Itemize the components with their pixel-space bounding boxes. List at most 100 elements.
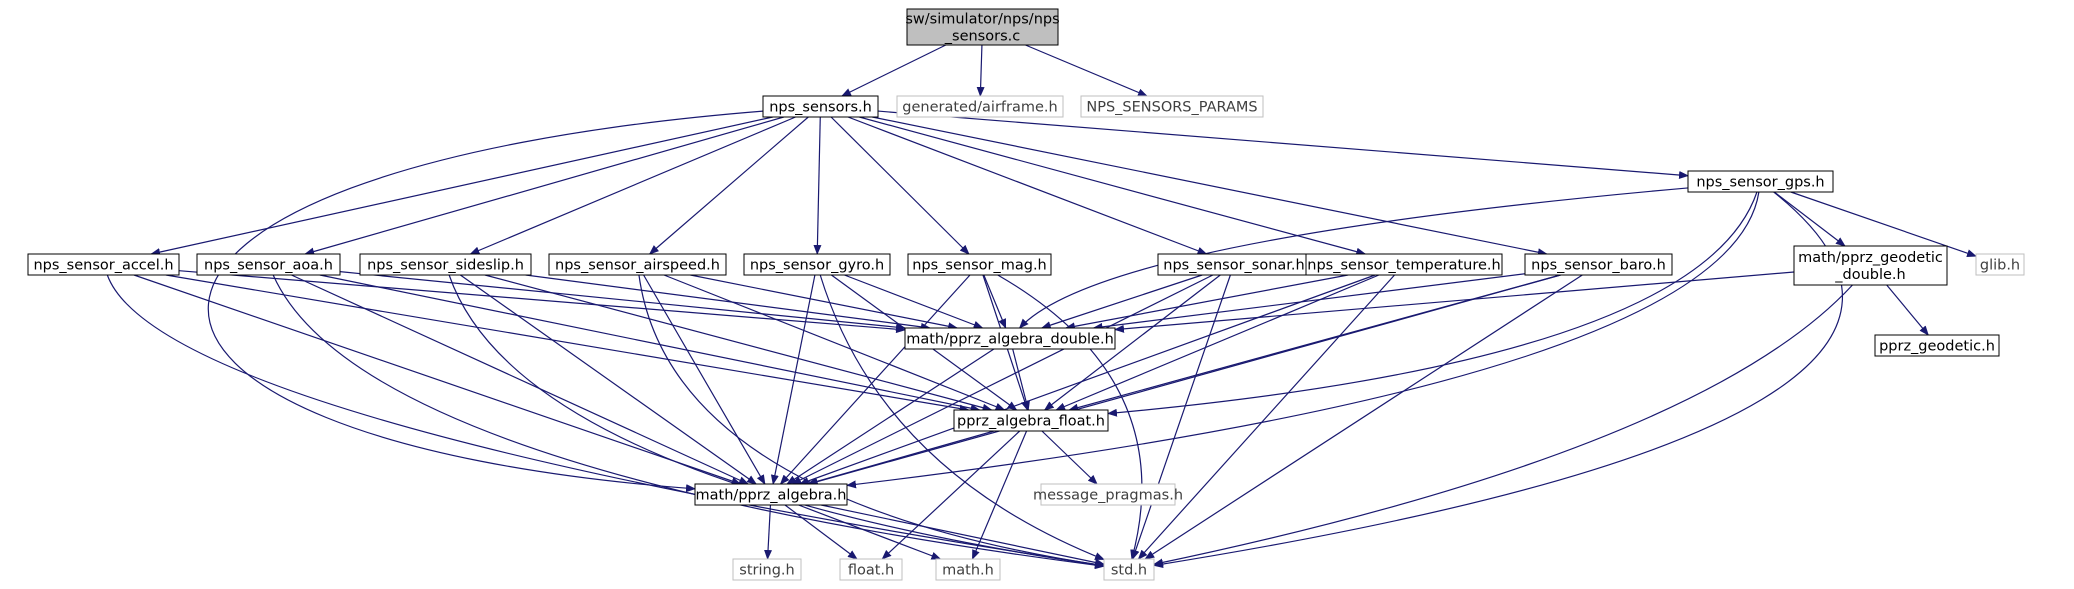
edge-nps-sensor-accel-h-to-math-pprz-algebra-h [133, 274, 742, 485]
edge-nps-sensor-gps-h-to-math-pprz-geodetic-double-h [1773, 191, 1846, 247]
node-root[interactable]: sw/simulator/nps/nps_sensors.c [905, 8, 1060, 46]
node-box [743, 253, 891, 276]
edge-nps-sensors-h-to-math-pprz-algebra-h [207, 110, 764, 493]
node-label: std.h [1111, 563, 1147, 579]
node-math-pprz-geodetic-double-h[interactable]: math/pprz_geodetic_double.h [1793, 245, 1948, 286]
node-box [935, 558, 1001, 581]
edge-nps-sensor-baro-h-to-std-h [1144, 274, 1583, 560]
edge-root-to-generated-airframe-h [976, 44, 985, 97]
node-box [1080, 95, 1264, 118]
edge-nps-sensor-sonar-h-to-math-pprz-algebra-h [791, 274, 1214, 485]
edge-nps-sensor-gps-h-to-std-h [1153, 191, 1844, 569]
edge-nps-sensor-temperature-h-to-std-h [1137, 274, 1395, 560]
node-box [1305, 253, 1503, 276]
node-string-h: string.h [732, 558, 802, 581]
node-box [907, 253, 1052, 276]
edge-nps-sensor-sonar-h-to-pprz-algebra-float-h [1043, 274, 1221, 411]
dependency-edges [106, 44, 1977, 570]
edge-nps-sensor-aoa-h-to-std-h [272, 274, 1105, 570]
node-nps-sensor-sideslip-h[interactable]: nps_sensor_sideslip.h [359, 253, 532, 276]
node-nps-sensor-aoa-h[interactable]: nps_sensor_aoa.h [196, 253, 341, 276]
node-label: nps_sensor_gps.h [1696, 175, 1824, 191]
edge-nps-sensor-baro-h-to-math-pprz-algebra-double-h [1092, 273, 1526, 331]
node-nps-sensor-mag-h[interactable]: nps_sensor_mag.h [907, 253, 1052, 276]
node-pprz-algebra-float-h[interactable]: pprz_algebra_float.h [953, 409, 1109, 432]
edge-nps-sensor-aoa-h-to-math-pprz-algebra-h [291, 274, 749, 485]
edge-nps-sensor-airspeed-h-to-pprz-algebra-float-h [663, 274, 1006, 411]
edge-nps-sensor-gps-h-to-glib-h [1790, 191, 1977, 258]
edge-nps-sensor-sonar-h-to-std-h [1131, 274, 1231, 560]
node-box [732, 558, 802, 581]
edge-nps-sensors-h-to-nps-sensor-temperature-h [859, 116, 1367, 256]
node-label: float.h [848, 563, 894, 579]
node-label: nps_sensors.h [769, 100, 872, 116]
edge-nps-sensor-sonar-h-to-math-pprz-algebra-double-h [1040, 274, 1203, 329]
edge-nps-sensor-gps-h-to-math-pprz-algebra-double-h [1018, 187, 1689, 329]
edge-nps-sensor-gps-h-to-math-pprz-algebra-h [846, 191, 1760, 489]
node-label: math.h [942, 563, 994, 579]
node-label: nps_sensor_aoa.h [204, 258, 333, 274]
node-label: _sensors.c [944, 29, 1020, 45]
node-label: glib.h [1980, 258, 2020, 274]
node-math-pprz-algebra-double-h[interactable]: math/pprz_algebra_double.h [904, 327, 1116, 350]
edge-math-pprz-algebra-h-to-float-h [784, 504, 858, 560]
node-message-pragmas-h: message_pragmas.h [1033, 483, 1183, 506]
node-nps-sensor-gyro-h[interactable]: nps_sensor_gyro.h [743, 253, 891, 276]
edge-nps-sensor-airspeed-h-to-math-pprz-algebra-h [643, 274, 766, 485]
node-box [904, 327, 1116, 350]
edge-nps-sensor-aoa-h-to-pprz-algebra-float-h [319, 274, 981, 413]
edge-nps-sensor-mag-h-to-math-pprz-algebra-double-h [983, 274, 1007, 329]
edge-nps-sensors-h-to-nps-sensor-aoa-h [304, 116, 784, 256]
edge-pprz-algebra-float-h-to-message-pragmas-h [1041, 430, 1098, 485]
node-box [694, 483, 848, 506]
node-box [896, 95, 1064, 118]
node-nps-sensor-gps-h[interactable]: nps_sensor_gps.h [1687, 170, 1834, 193]
edge-math-pprz-algebra-double-h-to-math-pprz-algebra-h [786, 348, 995, 485]
edge-nps-sensor-accel-h-to-math-pprz-algebra-double-h [178, 270, 906, 334]
node-box [762, 95, 879, 118]
edge-nps-sensors-h-to-nps-sensor-sonar-h [847, 116, 1208, 255]
node-label: generated/airframe.h [902, 100, 1057, 116]
node-pprz-geodetic-h[interactable]: pprz_geodetic.h [1874, 334, 2000, 357]
node-nps-sensor-baro-h[interactable]: nps_sensor_baro.h [1524, 253, 1673, 276]
edge-nps-sensor-gyro-h-to-math-pprz-algebra-h [770, 274, 816, 485]
edge-math-pprz-algebra-h-to-math-h [798, 504, 942, 560]
node-box [1524, 253, 1673, 276]
edge-nps-sensor-temperature-h-to-math-pprz-algebra-h [798, 274, 1376, 485]
node-label: nps_sensor_temperature.h [1307, 258, 1500, 274]
edge-nps-sensor-sideslip-h-to-pprz-algebra-float-h [484, 274, 993, 412]
node-nps-sensor-accel-h[interactable]: nps_sensor_accel.h [27, 253, 180, 276]
edge-nps-sensor-mag-h-to-std-h [997, 274, 1143, 560]
node-label: _double.h [1834, 267, 1905, 283]
edge-nps-sensors-h-to-nps-sensor-baro-h [872, 116, 1548, 257]
node-label: math/pprz_geodetic [1798, 250, 1943, 266]
node-box [1687, 170, 1834, 193]
edge-nps-sensor-mag-h-to-math-pprz-algebra-h [779, 274, 971, 485]
node-nps-sensors-h[interactable]: nps_sensors.h [762, 95, 879, 118]
node-label: math/pprz_algebra_double.h [906, 332, 1114, 348]
node-box [1975, 253, 2025, 276]
edge-nps-sensors-h-to-nps-sensor-airspeed-h [648, 116, 809, 255]
node-nps-sensor-airspeed-h[interactable]: nps_sensor_airspeed.h [548, 253, 727, 276]
edge-nps-sensor-airspeed-h-to-std-h [638, 274, 1105, 569]
node-label: pprz_geodetic.h [1879, 339, 1995, 355]
node-label: math/pprz_algebra.h [696, 488, 847, 504]
edge-nps-sensors-h-to-nps-sensor-gps-h [877, 110, 1689, 179]
edge-nps-sensor-temperature-h-to-pprz-algebra-float-h [1055, 274, 1380, 411]
node-box [1793, 245, 1948, 286]
node-box [359, 253, 532, 276]
node-nps-sensor-sonar-h[interactable]: nps_sensor_sonar.h [1157, 253, 1311, 276]
edge-math-pprz-geodetic-double-h-to-std-h [1153, 284, 1853, 567]
node-label: nps_sensor_sonar.h [1163, 258, 1304, 274]
node-box [1103, 558, 1155, 581]
node-math-pprz-algebra-h[interactable]: math/pprz_algebra.h [694, 483, 848, 506]
node-glib-h: glib.h [1975, 253, 2025, 276]
node-nps-sensor-temperature-h[interactable]: nps_sensor_temperature.h [1305, 253, 1503, 276]
edge-root-to-nps-sensors-h [840, 44, 947, 97]
node-generated-airframe-h: generated/airframe.h [896, 95, 1064, 118]
edge-math-pprz-algebra-h-to-std-h [820, 504, 1105, 567]
edge-math-pprz-geodetic-double-h-to-math-pprz-algebra-double-h [1114, 271, 1795, 333]
node-std-h: std.h [1103, 558, 1155, 581]
node-label: nps_sensor_gyro.h [750, 258, 884, 274]
edge-nps-sensors-h-to-nps-sensor-gyro-h [813, 116, 822, 255]
